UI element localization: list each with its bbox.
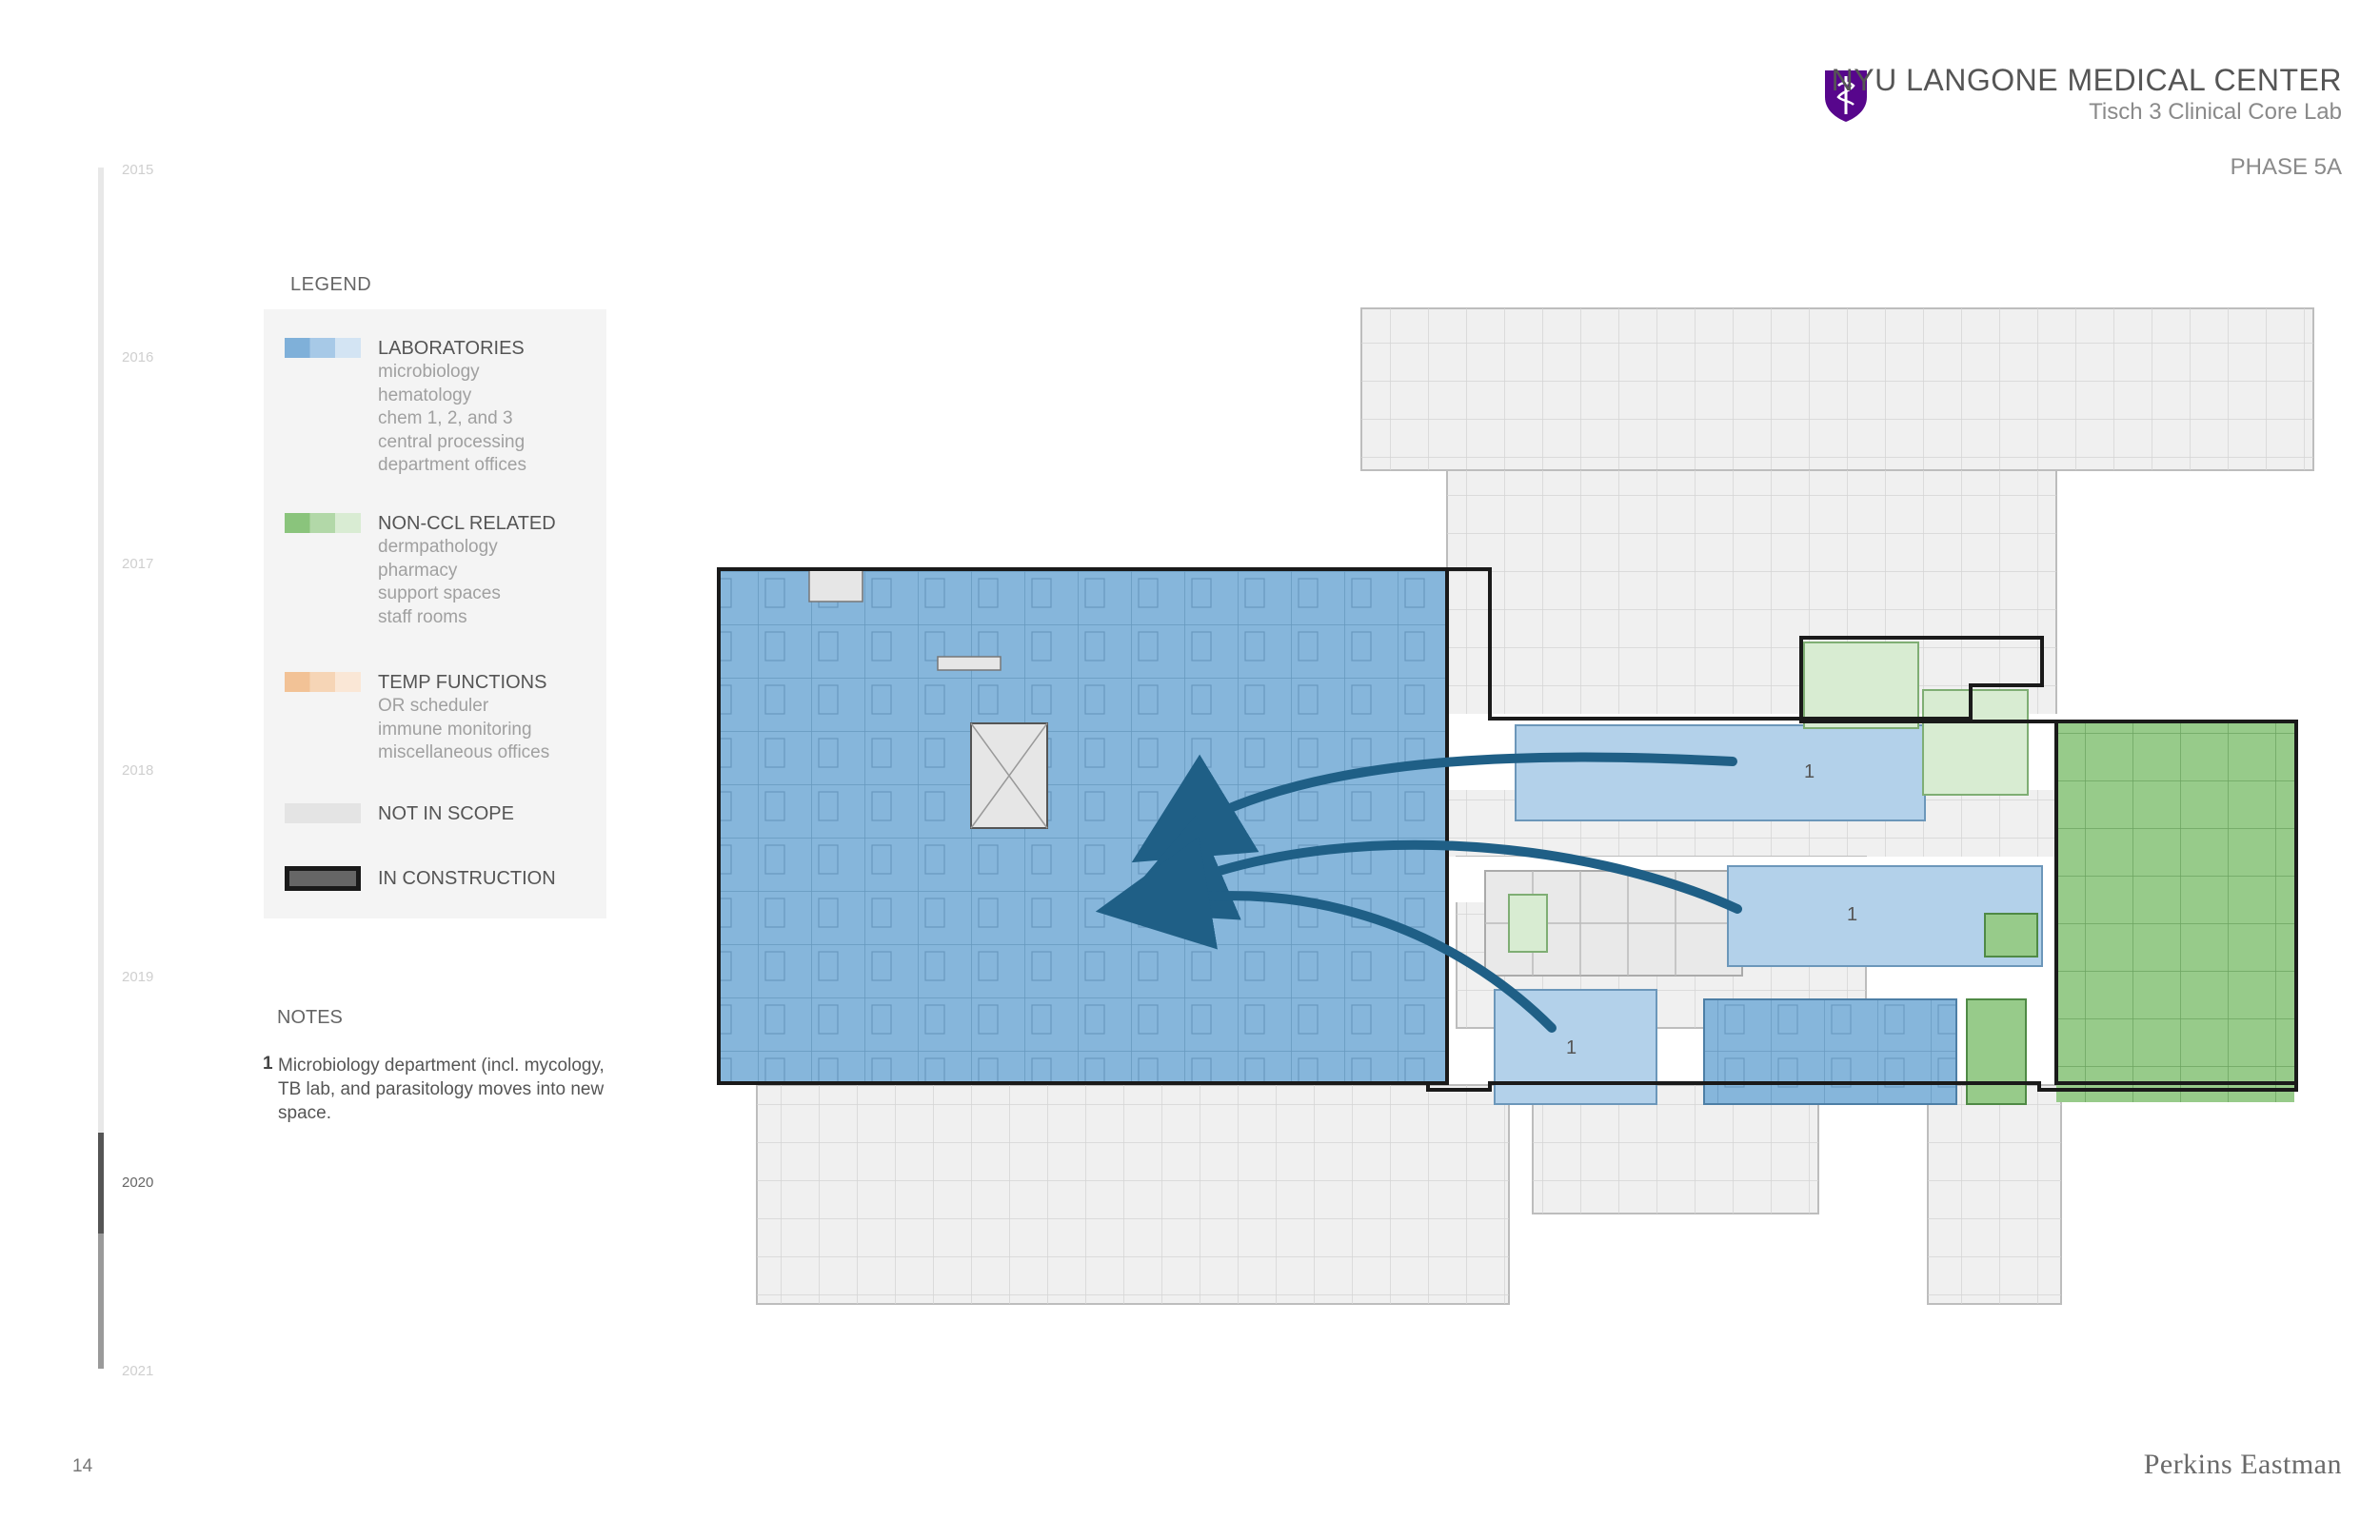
org-name: NYU LANGONE MEDICAL CENTER — [1831, 63, 2342, 97]
timeline-year: 2016 — [122, 349, 154, 365]
page-number: 14 — [72, 1456, 93, 1476]
room-tag: 1 — [1847, 904, 1857, 925]
temp-functions-swatch — [285, 672, 361, 692]
timeline-year: 2017 — [122, 556, 154, 572]
in-construction-outline-west — [717, 567, 1449, 1085]
non-ccl-spaces — [1508, 642, 2294, 1105]
legend-label-temp-functions: TEMP FUNCTIONS — [378, 672, 547, 693]
floor-plan: 1 1 1 — [717, 307, 2314, 1305]
timeline-current-marker — [98, 1133, 104, 1234]
firm-name: Perkins Eastman — [2143, 1449, 2342, 1480]
relocation-arrow — [1095, 837, 1557, 1033]
in-construction-swatch — [285, 866, 361, 891]
non-ccl-swatch — [285, 513, 361, 533]
legend-subitems-non-ccl: dermpathology pharmacy support spaces st… — [378, 537, 501, 627]
legend-subitems-temp-functions: OR scheduler immune monitoring miscellan… — [378, 696, 550, 762]
legend-panel: LABORATORIES microbiology hematology che… — [264, 309, 606, 918]
nyu-torch-logo-icon — [1825, 70, 1867, 122]
relocation-arrows — [1095, 752, 1742, 1033]
laboratory-main-block — [719, 568, 1447, 1083]
note-text: Microbiology department (incl. mycology,… — [278, 1056, 605, 1123]
room-tag: 1 — [1566, 1037, 1577, 1058]
timeline-future-segment — [98, 1234, 104, 1369]
note-number: 1 — [263, 1054, 273, 1074]
timeline-year: 2018 — [122, 762, 154, 779]
relocation-arrow — [1131, 752, 1737, 863]
timeline-track — [98, 168, 104, 1369]
timeline-year: 2021 — [122, 1363, 154, 1379]
legend-label-non-ccl: NON-CCL RELATED — [378, 513, 556, 534]
room-tag: 1 — [1804, 761, 1815, 782]
legend-label-laboratories: LABORATORIES — [378, 338, 525, 359]
laboratories-swatch — [285, 338, 361, 358]
legend-title: LEGEND — [290, 274, 372, 295]
in-construction-outline-east — [2054, 720, 2298, 1085]
project-name: Tisch 3 Clinical Core Lab — [2089, 99, 2342, 125]
laboratory-new-spaces — [1494, 724, 2043, 1105]
timeline-year: 2015 — [122, 162, 154, 178]
timeline-year-current: 2020 — [122, 1175, 154, 1191]
phase-label: PHASE 5A — [2230, 154, 2342, 180]
not-in-scope-swatch — [285, 803, 361, 823]
notes-title: NOTES — [277, 1007, 343, 1028]
legend-subitems-laboratories: microbiology hematology chem 1, 2, and 3… — [378, 362, 526, 475]
legend-label-not-in-scope: NOT IN SCOPE — [378, 803, 514, 824]
relocation-arrow — [1113, 815, 1742, 920]
timeline-year: 2019 — [122, 969, 154, 985]
legend-label-in-construction: IN CONSTRUCTION — [378, 868, 556, 889]
